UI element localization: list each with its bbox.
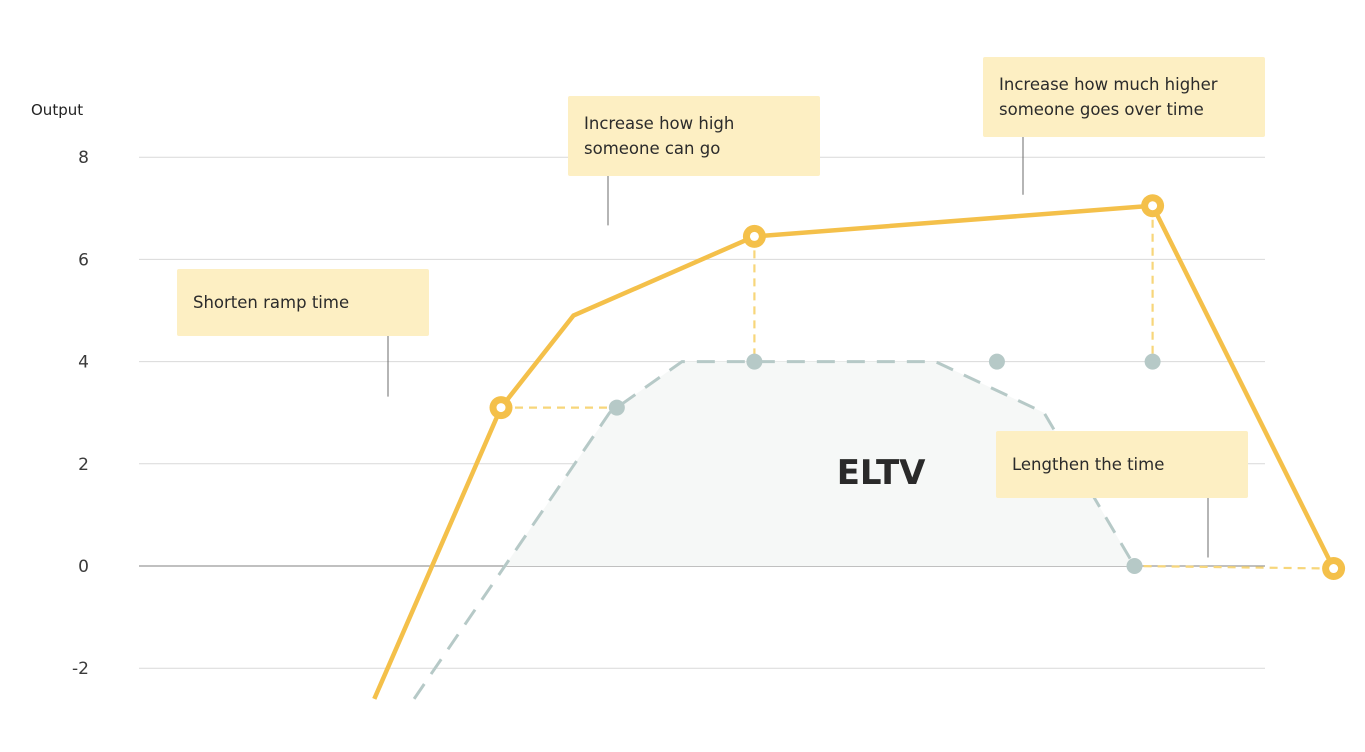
- series-solid: [372, 203, 1336, 700]
- eltv-area: [504, 361, 1135, 566]
- solid-point-center: [749, 231, 759, 241]
- solid-point-center: [496, 403, 506, 413]
- solid-point-center: [1148, 201, 1158, 211]
- markers: [387, 137, 1346, 581]
- dashed-point: [988, 353, 1005, 370]
- y-tick-label: 4: [78, 353, 89, 373]
- y-tick-label: -2: [72, 659, 89, 679]
- dashed-point: [746, 353, 763, 370]
- solid-point-center: [1329, 564, 1339, 574]
- annotation-lengthen-the-time: Lengthen the time: [996, 431, 1248, 498]
- dashed-point: [1144, 353, 1161, 370]
- solid-series-line: [372, 203, 1336, 700]
- annotation-increase-how-much-higher: Increase how much higher someone goes ov…: [983, 57, 1265, 137]
- dashed-point: [1126, 558, 1143, 574]
- dashed-point: [608, 399, 625, 416]
- y-tick-label: 6: [78, 250, 89, 270]
- annotation-increase-how-high: Increase how high someone can go: [568, 96, 820, 176]
- eltv-label: ELTV: [837, 453, 926, 493]
- annotation-shorten-ramp-time: Shorten ramp time: [177, 269, 429, 336]
- y-axis-title: Output: [31, 101, 83, 119]
- y-tick-label: 0: [78, 557, 89, 577]
- y-tick-label: 2: [78, 455, 89, 475]
- y-axis-ticks: 8 6 4 2 0 -2: [72, 148, 89, 679]
- connector-line: [1134, 564, 1334, 570]
- y-tick-label: 8: [78, 148, 89, 168]
- connector-lines: [501, 205, 1334, 570]
